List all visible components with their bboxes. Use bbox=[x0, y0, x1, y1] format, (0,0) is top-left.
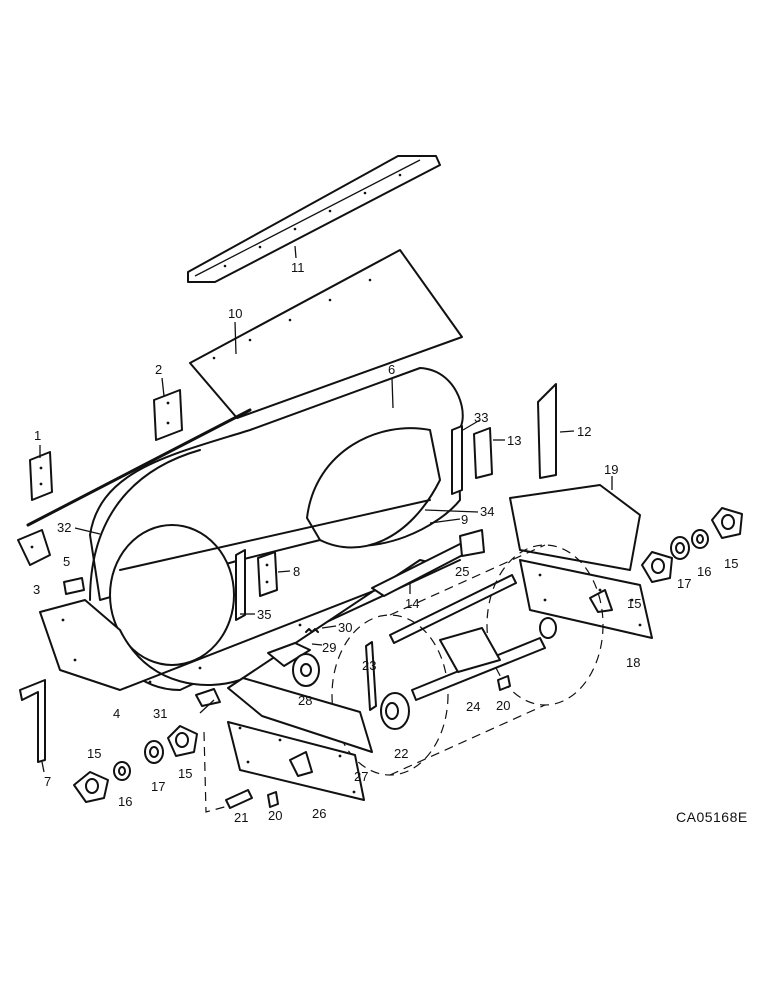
callout-30: 30 bbox=[338, 620, 352, 635]
part-33-strip bbox=[451, 419, 481, 495]
part-12-bracket bbox=[537, 383, 575, 479]
callout-26: 26 bbox=[312, 806, 326, 821]
part-8-bracket bbox=[257, 551, 291, 597]
part-28-sprocket bbox=[292, 653, 320, 687]
callout-34: 34 bbox=[480, 504, 494, 519]
callout-28: 28 bbox=[298, 693, 312, 708]
part-18-side-panel bbox=[519, 559, 653, 639]
part-7-bracket bbox=[19, 679, 46, 773]
callout-1: 1 bbox=[34, 428, 41, 443]
callout-17-right: 17 bbox=[677, 576, 691, 591]
part-15-flange-left-b bbox=[167, 725, 198, 757]
callout-31: 31 bbox=[153, 706, 167, 721]
part-26-side-panel bbox=[227, 721, 365, 801]
part-20-key-upper bbox=[497, 675, 511, 691]
callout-17-left: 17 bbox=[151, 779, 165, 794]
callout-23: 23 bbox=[362, 658, 376, 673]
callout-15-right-a: 15 bbox=[627, 596, 641, 611]
part-6-drum-housing bbox=[89, 367, 464, 691]
callout-5: 5 bbox=[63, 554, 70, 569]
part-17-bearing-right bbox=[670, 536, 690, 560]
rotor-phantom-outline bbox=[331, 544, 604, 776]
callout-3: 3 bbox=[33, 582, 40, 597]
callout-15-right-b: 15 bbox=[724, 556, 738, 571]
callout-6: 6 bbox=[388, 362, 395, 377]
callout-7: 7 bbox=[44, 774, 51, 789]
callout-16-right: 16 bbox=[697, 564, 711, 579]
part-23-bar bbox=[365, 641, 377, 711]
callout-18: 18 bbox=[626, 655, 640, 670]
part-13-plate bbox=[473, 427, 505, 479]
part-10-hood-panel bbox=[189, 249, 463, 419]
callout-19: 19 bbox=[604, 462, 618, 477]
part-3-bracket bbox=[17, 529, 51, 566]
callout-35: 35 bbox=[257, 607, 271, 622]
callout-16-left: 16 bbox=[118, 794, 132, 809]
callout-32: 32 bbox=[57, 520, 71, 535]
part-16-collar-left bbox=[113, 761, 131, 781]
callout-15-left-b: 15 bbox=[178, 766, 192, 781]
callout-33: 33 bbox=[474, 410, 488, 425]
callout-13: 13 bbox=[507, 433, 521, 448]
callout-4: 4 bbox=[113, 706, 120, 721]
callout-22: 22 bbox=[394, 746, 408, 761]
callout-25: 25 bbox=[455, 564, 469, 579]
diagram-code: CA05168E bbox=[676, 809, 748, 825]
callout-12: 12 bbox=[577, 424, 591, 439]
part-27-panel bbox=[227, 677, 373, 753]
part-5-block bbox=[63, 577, 85, 595]
callout-10: 10 bbox=[228, 306, 242, 321]
part-32-seal-bar bbox=[26, 408, 252, 527]
callout-20-lower: 20 bbox=[268, 808, 282, 823]
callout-27: 27 bbox=[354, 769, 368, 784]
part-2-plate bbox=[153, 377, 183, 441]
part-1-plate bbox=[29, 445, 53, 501]
part-11-top-strip bbox=[187, 155, 441, 283]
callout-8: 8 bbox=[293, 564, 300, 579]
callout-9: 9 bbox=[461, 512, 468, 527]
part-19-hopper bbox=[509, 476, 641, 571]
callout-11: 11 bbox=[291, 260, 305, 275]
callout-21: 21 bbox=[234, 810, 248, 825]
part-15-flange-left-a bbox=[73, 771, 109, 803]
part-17-bearing-left bbox=[144, 740, 164, 764]
callout-20-upper: 20 bbox=[496, 698, 510, 713]
part-15-flange-right-a bbox=[641, 551, 673, 583]
part-21-pin bbox=[203, 731, 253, 813]
part-31-block bbox=[195, 688, 221, 707]
part-16-collar-right bbox=[691, 529, 709, 549]
part-15-flange-right-b bbox=[711, 507, 743, 539]
part-20-key-lower bbox=[267, 791, 279, 808]
part-35-strip bbox=[235, 549, 246, 621]
callout-24: 24 bbox=[466, 699, 480, 714]
part-24-shaft bbox=[411, 617, 557, 701]
callout-29: 29 bbox=[322, 640, 336, 655]
callout-labels: 1 2 3 4 5 6 7 8 9 10 11 12 13 14 15 15 1… bbox=[33, 260, 738, 825]
part-30-spring bbox=[305, 625, 337, 633]
callout-15-left-a: 15 bbox=[87, 746, 101, 761]
part-22-hub bbox=[380, 692, 410, 730]
callout-leaders bbox=[74, 527, 255, 714]
part-25-bar bbox=[389, 574, 517, 644]
part-29-bracket bbox=[267, 642, 323, 667]
part-14-shaft bbox=[371, 529, 485, 597]
callout-2: 2 bbox=[155, 362, 162, 377]
callout-14: 14 bbox=[405, 596, 419, 611]
